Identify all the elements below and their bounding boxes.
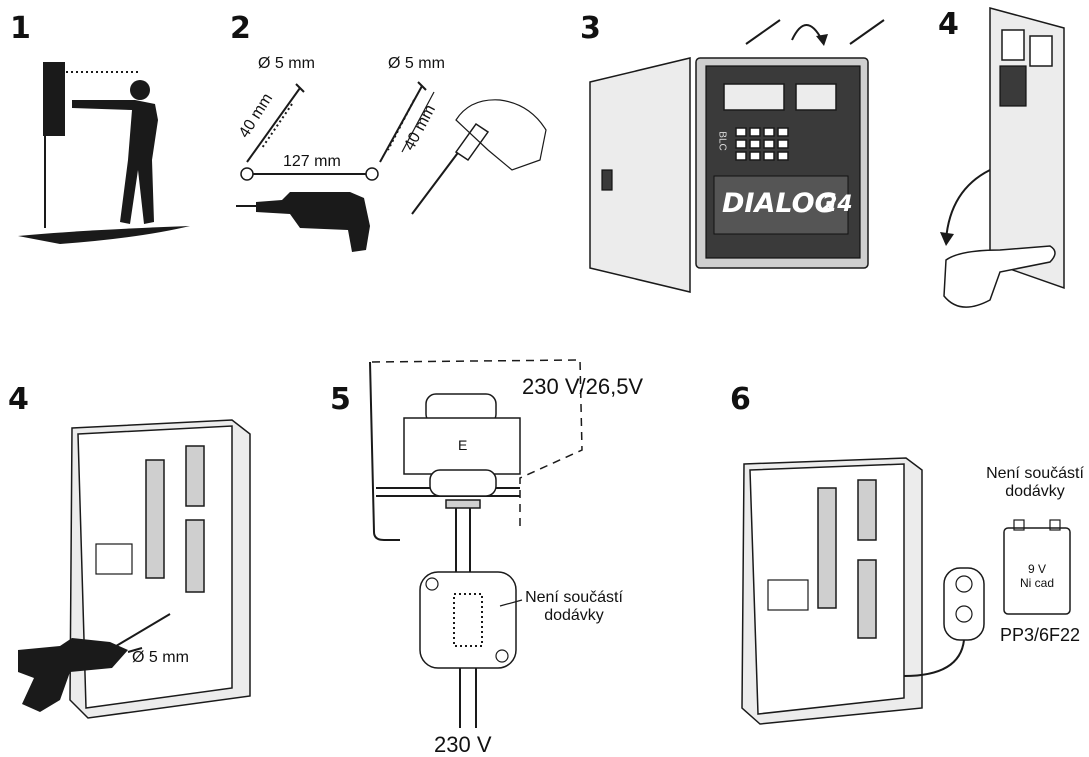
step5-not-included-line1: Není součástí	[525, 589, 623, 606]
step-number-3: 3	[580, 11, 601, 46]
step5-illustration	[369, 359, 583, 728]
step4-top-illustration	[940, 7, 1065, 308]
step-number-2: 2	[230, 11, 251, 46]
step5-not-included-line2: dodávky	[544, 607, 604, 624]
step5-transformer-letter: E	[458, 437, 468, 453]
step-number-4-top: 4	[938, 7, 959, 42]
step6-battery-voltage: 9 V	[1027, 562, 1046, 576]
step6-battery-model: PP3/6F22	[1000, 625, 1081, 645]
step-number-1: 1	[10, 11, 31, 46]
step3-illustration	[589, 19, 885, 293]
step4-diameter: Ø 5 mm	[132, 649, 189, 666]
step-number-4-bottom: 4	[8, 382, 29, 417]
step2-spacing: 127 mm	[283, 153, 341, 170]
step5-transformer-rating: 230 V/26,5V	[522, 374, 644, 399]
step4-bottom-illustration	[18, 419, 251, 719]
step1-illustration	[18, 62, 190, 244]
step3-brand-number: 24	[822, 192, 853, 217]
step5-mains-voltage: 230 V	[434, 732, 492, 757]
step2-illustration	[236, 81, 547, 252]
step3-maker-logo: BLC	[716, 131, 728, 151]
step2-diameter-right: Ø 5 mm	[388, 55, 445, 72]
step-number-5: 5	[330, 382, 351, 417]
step2-diameter-left: Ø 5 mm	[258, 55, 315, 72]
step6-illustration	[741, 457, 1071, 725]
step6-not-included-line1: Není součástí	[986, 465, 1084, 482]
step-number-6: 6	[730, 382, 751, 417]
step3-brand-word: DIALOG	[722, 188, 837, 219]
step6-battery-type: Ni cad	[1019, 576, 1054, 590]
step6-not-included-line2: dodávky	[1005, 483, 1065, 500]
